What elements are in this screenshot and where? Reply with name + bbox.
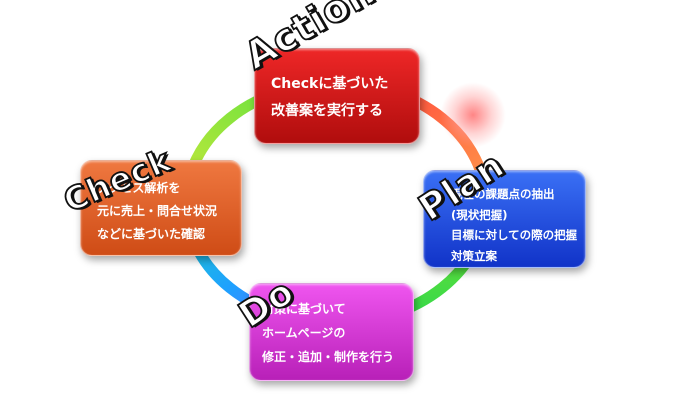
check-line: などに基づいた確認 xyxy=(97,227,206,241)
do-box: 対策に基づいて ホームページの 修正・追加・制作を行う xyxy=(249,283,414,381)
plan-box: 現在の課題点の抽出 (現状把握) 目標に対しての際の把握 対策立案 xyxy=(423,170,586,268)
highlight-glow xyxy=(440,82,506,148)
check-box: アクセス解析を 元に売上・問合せ状況 などに基づいた確認 xyxy=(80,160,242,256)
plan-line: 対策立案 xyxy=(451,248,497,263)
plan-line: 現在の課題点の抽出 xyxy=(451,187,555,201)
check-line: アクセス解析を xyxy=(97,181,181,195)
do-line: 対策に基づいて xyxy=(262,302,346,316)
check-line: 元に売上・問合せ状況 xyxy=(97,204,218,218)
action-box: Checkに基づいた 改善案を実行する xyxy=(254,48,420,144)
action-line: 改善案を実行する xyxy=(271,103,383,119)
plan-line: (現状把握) xyxy=(451,207,508,222)
do-line: 修正・追加・制作を行う xyxy=(262,350,395,364)
do-line: ホームページの xyxy=(262,326,346,340)
action-line: Checkに基づいた xyxy=(271,76,389,92)
plan-line: 目標に対しての際の把握 xyxy=(451,228,578,242)
